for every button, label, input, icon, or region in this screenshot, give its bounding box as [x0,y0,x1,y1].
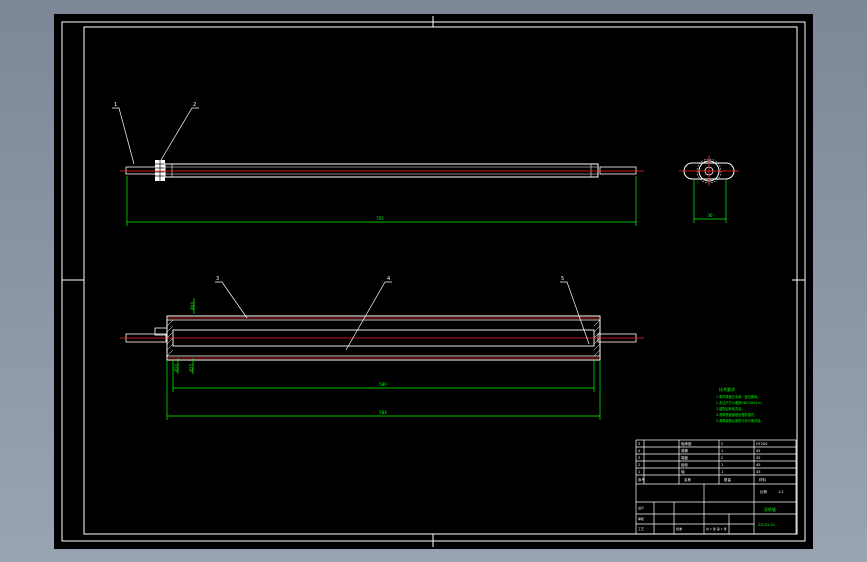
technical-notes: 技术要求 1.零件表面去毛刺、锐边倒钝。 2.未注尺寸公差按GB/T1804-m… [716,386,765,423]
title-block-text: 5 轴承座 2 HT200 4 滚筒 1 45 3 端盖 2 45 2 齿轮 1… [638,441,784,531]
drawing-title: 导纸辊 [764,506,776,512]
inner-frame [83,26,798,535]
dim-end-width-text: 36 [707,213,713,218]
section-hatching [166,319,601,357]
notes-heading: 技术要求 [719,386,735,392]
dim-left-a: Ø20 [174,363,179,372]
part-2-name: 齿轮 [681,462,689,467]
title-block [635,439,797,535]
dim-bore-a: Ø40 [190,301,195,310]
dim-tube-length: 580 [379,382,387,387]
part-2-mat: 45 [756,463,760,467]
part-5-mat: HT200 [756,442,767,446]
part-3-no: 3 [638,456,640,460]
header-qty: 数量 [724,477,732,482]
header-name: 名称 [684,477,692,482]
part-1-qty: 1 [721,470,723,474]
label-process: 工艺 [638,526,644,531]
dim-overall-text: 705 [376,216,384,221]
dim-tube-outer: 584 [379,410,387,415]
balloon-2: 2 [193,102,196,108]
part-2-no: 2 [638,463,640,467]
leader-1 [112,107,135,165]
note-line-4: 4.滚筒表面镀铬处理并抛光。 [716,412,757,417]
dim-overall [126,176,637,226]
balloon-3: 3 [216,276,219,282]
part-4-name: 滚筒 [681,448,689,453]
label-review: 审核 [638,516,644,521]
scale-label: 比例 [760,489,768,494]
label-design: 设计 [638,505,644,510]
part-5-no: 5 [638,442,640,446]
note-line-1: 1.零件表面去毛刺、锐边倒钝。 [716,394,760,399]
top-view: 705 1 2 [112,102,644,226]
header-mat: 材料 [759,477,767,482]
part-3-mat: 45 [756,456,760,460]
note-line-3: 3.装配后转动灵活。 [716,406,745,411]
centering-marks [62,16,805,547]
balloon-5: 5 [561,276,564,282]
outer-frame [61,21,806,542]
part-1-name: 轴 [681,469,685,474]
dim-end-width [693,179,727,223]
note-line-2: 2.未注尺寸公差按GB/T1804-m。 [716,400,765,405]
drawing-svg: 705 1 2 [61,16,806,547]
dim-left-vertical [166,298,601,420]
note-line-5: 5.滚筒装配后需进行动平衡试验。 [716,418,764,423]
part-4-qty: 1 [721,449,723,453]
side-view: 36 [679,156,739,223]
section-view: Ø40 Ø20 Ø25 580 584 3 4 5 [120,276,644,420]
shaft-right [599,166,637,175]
part-3-name: 端盖 [681,455,689,460]
leaders-section [215,281,590,351]
part-5-name: 轴承座 [681,441,692,446]
dim-left-b: Ø25 [189,363,194,372]
sheet-label: 共 1 张 第 1 张 [706,526,727,531]
part-1-mat: 45 [756,470,760,474]
part-2-qty: 1 [721,463,723,467]
part-4-mat: 45 [756,449,760,453]
part-5-qty: 2 [721,442,723,446]
leader-2 [160,107,199,161]
scale-value: 1:2 [778,490,784,494]
header-no: 序号 [638,477,646,482]
shaft-left [125,166,159,175]
balloon-4: 4 [387,276,390,282]
part-4-no: 4 [638,449,641,453]
label-approve: 批准 [676,526,682,531]
drawing-canvas: 705 1 2 [54,14,813,549]
part-3-qty: 2 [721,456,723,460]
drawing-number: ZZJ-05-01 [758,523,775,527]
gear-teeth [155,160,165,181]
roller-tube [164,163,599,178]
balloon-1: 1 [114,102,117,108]
part-1-no: 1 [638,470,640,474]
